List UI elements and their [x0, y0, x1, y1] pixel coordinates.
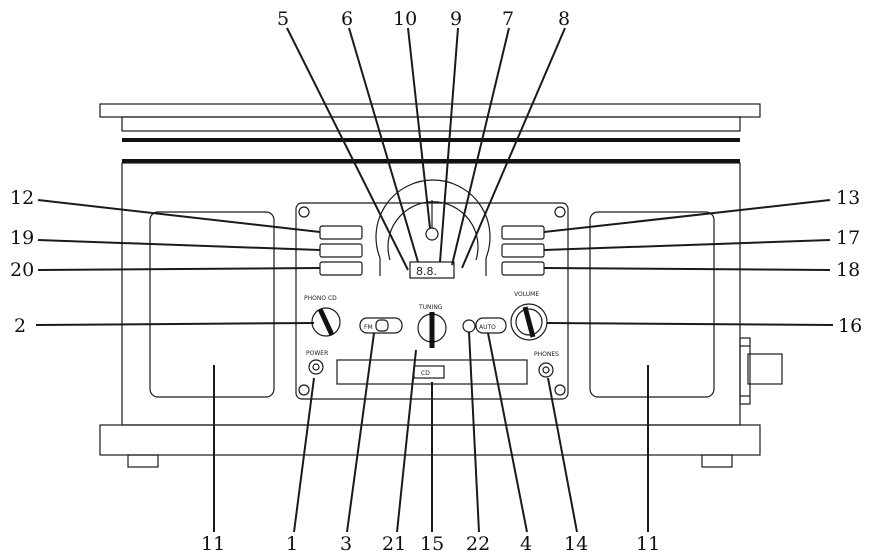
auto-label: AUTO — [479, 324, 496, 331]
callout-20: 20 — [10, 259, 34, 281]
phones-label: PHONES — [534, 351, 559, 358]
stereo-indicator — [425, 227, 439, 241]
button-19 — [319, 243, 363, 258]
button-20 — [319, 261, 363, 276]
button-18 — [501, 261, 545, 276]
phones-jack — [538, 362, 554, 378]
function-knob-grip — [317, 307, 335, 337]
display-window — [409, 261, 455, 279]
volume-label: VOLUME — [514, 291, 539, 298]
callout-2: 2 — [14, 315, 26, 337]
function-label: PHONO CD — [304, 295, 337, 302]
tuning-dial-window — [375, 179, 491, 259]
callout-7: 7 — [502, 8, 514, 30]
callout-5: 5 — [277, 8, 289, 30]
callout-21: 21 — [382, 533, 406, 555]
callout-17: 17 — [836, 227, 860, 249]
side-jack-frame — [739, 337, 751, 405]
speaker-left — [149, 211, 275, 398]
callout-22: 22 — [466, 533, 490, 555]
lid-top — [99, 103, 761, 118]
power-label: POWER — [306, 350, 328, 357]
callout-8: 8 — [558, 8, 570, 30]
screw-br — [554, 384, 566, 396]
cd-slot — [336, 359, 528, 385]
cd-logo-text: CD — [421, 370, 430, 377]
callout-6: 6 — [341, 8, 353, 30]
lid-side — [121, 116, 741, 132]
auto-indicator — [462, 319, 476, 333]
callout-10: 10 — [393, 8, 417, 30]
screw-tl — [298, 206, 310, 218]
callout-12: 12 — [10, 187, 34, 209]
band-switch-slider — [375, 319, 389, 332]
callout-9: 9 — [450, 8, 462, 30]
callout-19: 19 — [10, 227, 34, 249]
callout-1: 1 — [286, 533, 298, 555]
callout-4: 4 — [520, 533, 532, 555]
screw-tr — [554, 206, 566, 218]
foot-right — [701, 454, 733, 468]
screw-bl — [298, 384, 310, 396]
function-knob — [311, 307, 341, 337]
tuning-label: TUNING — [418, 304, 443, 311]
callout-3: 3 — [340, 533, 352, 555]
callout-11-left: 11 — [201, 533, 225, 555]
button-13 — [501, 225, 545, 240]
foot-left — [127, 454, 159, 468]
auto-switch — [475, 317, 507, 334]
callout-14: 14 — [564, 533, 588, 555]
volume-knob-grip — [522, 306, 536, 338]
callout-15: 15 — [420, 533, 444, 555]
side-jack-plug — [747, 353, 783, 385]
band-label: FM — [364, 324, 373, 331]
band-switch — [359, 317, 403, 334]
power-button — [308, 359, 324, 375]
leader-lines — [35, 27, 834, 533]
cabinet-base — [99, 424, 761, 456]
callout-13: 13 — [836, 187, 860, 209]
callout-11-right: 11 — [636, 533, 660, 555]
display-digits: 8.8. — [416, 265, 437, 278]
button-12 — [319, 225, 363, 240]
button-17 — [501, 243, 545, 258]
callout-16: 16 — [838, 315, 862, 337]
volume-knob — [510, 303, 548, 341]
speaker-right — [589, 211, 715, 398]
callout-18: 18 — [836, 259, 860, 281]
